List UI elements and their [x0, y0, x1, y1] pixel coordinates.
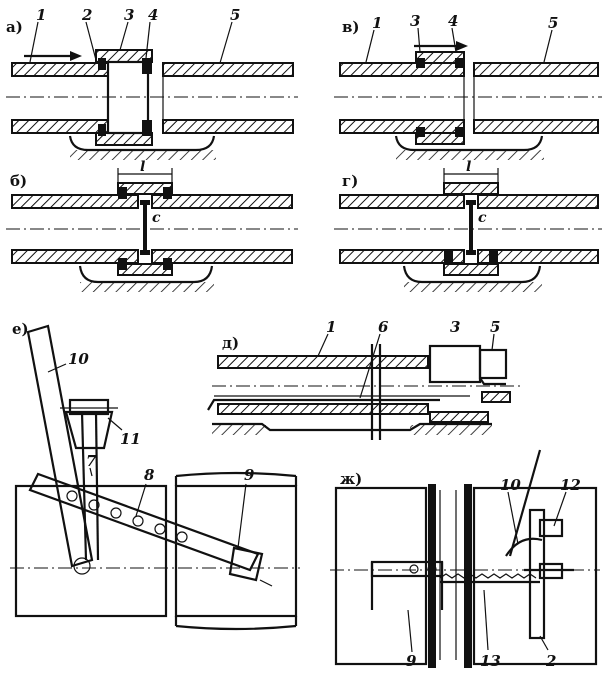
label-5-a: 5 — [230, 6, 240, 24]
label-2-zh: 2 — [545, 652, 556, 670]
label-6-d: 6 — [378, 318, 389, 336]
section-label-b: б) — [10, 172, 27, 190]
label-13-zh: 13 — [480, 652, 501, 670]
label-10-e: 10 — [68, 350, 89, 368]
label-7-e: 7 — [86, 452, 97, 470]
label-5-d: 5 — [490, 318, 500, 336]
dimension-c-b: c — [152, 210, 161, 226]
panel-zh: ж) 10 12 9 13 2 — [330, 449, 600, 670]
label-3-v: 3 — [410, 12, 420, 30]
panel-a: а) 1 2 3 4 5 — [6, 6, 298, 160]
label-11-e: 11 — [120, 430, 141, 448]
panel-e: е) 10 11 7 8 9 — [10, 320, 300, 631]
section-label-a: а) — [6, 18, 23, 36]
label-1-v: 1 — [372, 14, 382, 32]
section-label-zh: ж) — [340, 470, 362, 488]
panel-d: д) 1 6 3 5 — [207, 318, 522, 440]
label-3-d: 3 — [450, 318, 460, 336]
label-10-zh: 10 — [500, 476, 521, 494]
label-12-zh: 12 — [560, 476, 581, 494]
label-4-a: 4 — [148, 6, 158, 24]
label-4-v: 4 — [448, 12, 458, 30]
label-9-e: 9 — [244, 466, 255, 484]
section-label-e: е) — [12, 320, 29, 338]
label-8-e: 8 — [144, 466, 155, 484]
label-9-zh: 9 — [406, 652, 417, 670]
dimension-l-b: l — [140, 159, 145, 175]
section-label-v: в) — [342, 18, 360, 36]
label-1-a: 1 — [36, 6, 46, 24]
label-5-v: 5 — [548, 14, 558, 32]
section-label-d: д) — [222, 334, 239, 352]
label-3-a: 3 — [124, 6, 134, 24]
panel-v: в) 1 3 4 5 — [334, 12, 602, 160]
dimension-l-g: l — [466, 159, 471, 175]
dimension-c-g: c — [478, 210, 487, 226]
panel-g: l c г) — [334, 159, 602, 292]
section-label-g: г) — [342, 172, 358, 190]
panel-b: l c б) — [6, 159, 298, 292]
label-2-a: 2 — [81, 6, 92, 24]
label-1-d: 1 — [326, 318, 336, 336]
